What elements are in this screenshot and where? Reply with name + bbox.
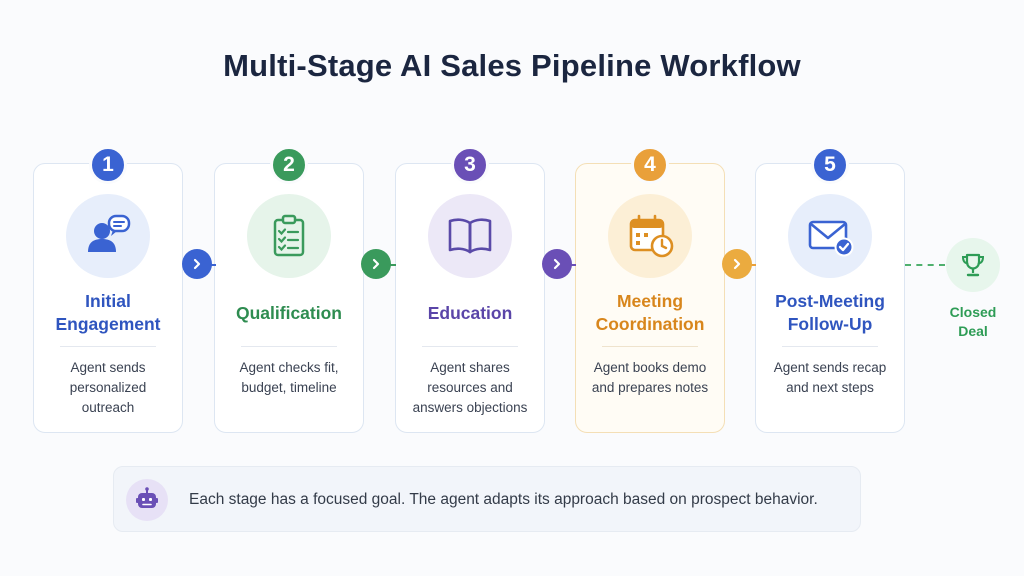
- stage-description: Agent sends personalized outreach: [69, 360, 147, 415]
- stage-title: Education: [427, 302, 513, 323]
- chevron-right-icon: [361, 249, 391, 279]
- chevron-right-icon: [542, 249, 572, 279]
- stage-title: Meeting Coordination: [595, 291, 705, 334]
- stage-description: Agent books demo and prepares notes: [591, 360, 709, 395]
- envelope-check-icon: [788, 194, 872, 278]
- clipboard-checklist-icon: [247, 194, 331, 278]
- stage-card-2: 2 Qualification Agent checks fit, budget…: [214, 146, 364, 433]
- open-book-icon: [428, 194, 512, 278]
- stage-title: Initial Engagement: [55, 291, 161, 334]
- stage-number-badge: 3: [451, 146, 489, 184]
- closed-deal-label: Closed Deal: [949, 304, 997, 339]
- stage-description: Agent shares resources and answers objec…: [412, 360, 528, 415]
- stage-number-badge: 1: [89, 146, 127, 184]
- connector-line: [388, 264, 396, 266]
- stage-number-badge: 4: [631, 146, 669, 184]
- stage-card-5: 5 Post-Meeting Follow-Up Agent sends rec…: [755, 146, 905, 433]
- stage-description: Agent checks fit, budget, timeline: [239, 360, 339, 395]
- chevron-right-icon: [722, 249, 752, 279]
- connector-line: [749, 264, 756, 266]
- divider: [782, 346, 878, 347]
- trophy-icon: [946, 238, 1000, 292]
- stage-title: Post-Meeting Follow-Up: [775, 291, 885, 334]
- chevron-right-icon: [182, 249, 212, 279]
- footer-note: Each stage has a focused goal. The agent…: [113, 466, 861, 532]
- stage-number-badge: 2: [270, 146, 308, 184]
- connector-line: [208, 264, 216, 266]
- calendar-clock-icon: [608, 194, 692, 278]
- robot-icon: [126, 479, 168, 521]
- divider: [422, 346, 518, 347]
- stage-card-3: 3 Education Agent shares resources and a…: [395, 146, 545, 433]
- divider: [602, 346, 698, 347]
- divider: [60, 346, 156, 347]
- stage-title: Qualification: [236, 302, 342, 323]
- stage-description: Agent sends recap and next steps: [773, 360, 887, 395]
- stage-card-1: 1 Initial Engagement Agent sends persona…: [33, 146, 183, 433]
- stage-card-4: 4 Meeting Coordination Agent books demo …: [575, 146, 725, 433]
- user-chat-icon: [66, 194, 150, 278]
- connector-line: [569, 264, 576, 266]
- connector-line: [905, 264, 945, 266]
- page-title: Multi-Stage AI Sales Pipeline Workflow: [223, 48, 801, 83]
- divider: [241, 346, 337, 347]
- stage-number-badge: 5: [811, 146, 849, 184]
- footer-text: Each stage has a focused goal. The agent…: [189, 491, 818, 508]
